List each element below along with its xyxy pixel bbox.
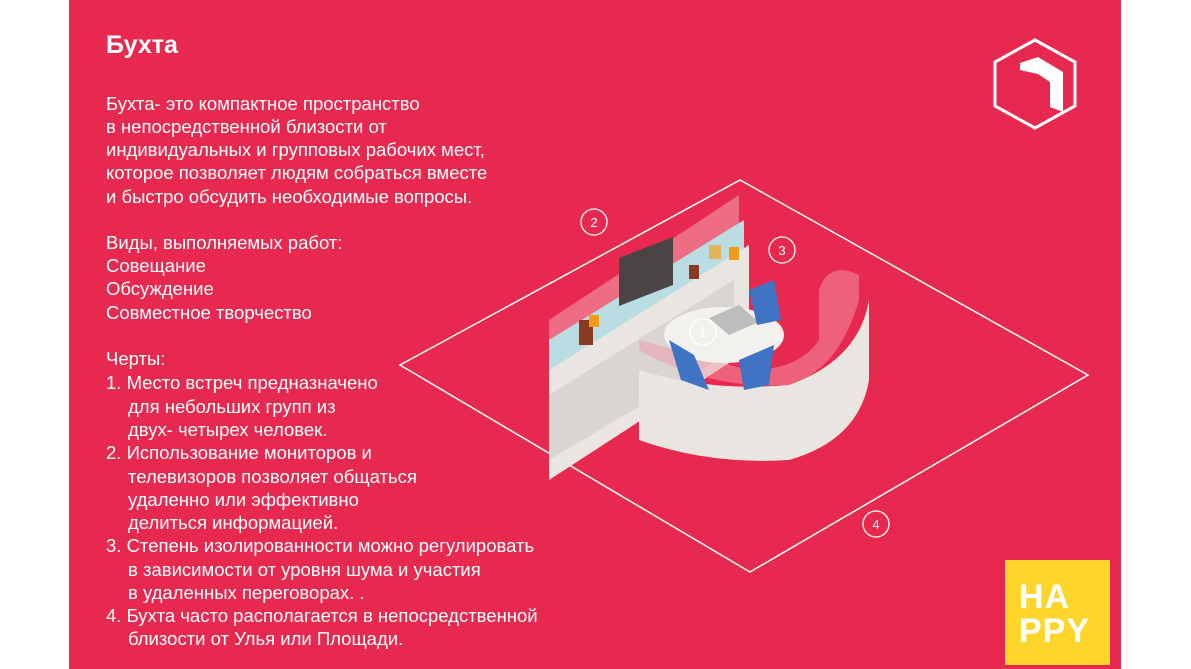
- slide-title: Бухта: [106, 31, 178, 59]
- features-heading: Черты:: [106, 348, 166, 369]
- work-type-item: Совместное творчество: [106, 302, 312, 323]
- feature-line: 2. Использование мониторов и: [106, 442, 372, 463]
- text-line: и быстро обсудить необходимые вопросы.: [106, 186, 473, 207]
- marker-3: 3: [778, 243, 785, 258]
- feature-line: делиться информацией.: [128, 512, 339, 533]
- text-line: в непосредственной близости от: [106, 116, 387, 137]
- text-line: индивидуальных и групповых рабочих мест,: [106, 139, 485, 160]
- cube-logo-icon: [993, 38, 1077, 130]
- marker-1: 1: [699, 325, 706, 340]
- marker-4: 4: [872, 517, 879, 532]
- text-line: которое позволяет людям собраться вместе: [106, 162, 488, 183]
- feature-line: удаленно или эффективно: [128, 489, 359, 510]
- work-type-item: Обсуждение: [106, 278, 214, 299]
- feature-line: телевизоров позволяет общаться: [128, 466, 417, 487]
- floor-outline: [398, 179, 1090, 573]
- happy-logo: HA PPY: [1005, 560, 1110, 665]
- feature-line: 4. Бухта часто располагается в непосредс…: [106, 605, 538, 626]
- feature-line: в зависимости от уровня шума и участия: [128, 559, 481, 580]
- work-type-item: Совещание: [106, 255, 206, 276]
- feature-line: двух- четырех человек.: [128, 419, 328, 440]
- text-line: Бухта- это компактное пространство: [106, 93, 420, 114]
- work-types-heading: Виды, выполняемых работ:: [106, 232, 343, 253]
- feature-line: в удаленных переговорах. .: [128, 582, 365, 603]
- feature-line: близости от Улья или Площади.: [128, 628, 404, 649]
- happy-logo-line1: HA: [1019, 578, 1071, 616]
- slide: Бухта Бухта- это компактное пространство…: [69, 0, 1121, 669]
- isometric-illustration: 2 3 1 4: [398, 38, 1090, 573]
- tv-screen: [619, 237, 673, 306]
- feature-line: 1. Место встреч предназначено: [106, 372, 378, 393]
- marker-2: 2: [590, 215, 597, 230]
- feature-line: для небольших групп из: [128, 396, 336, 417]
- feature-line: 3. Степень изолированности можно регулир…: [106, 535, 535, 556]
- happy-logo-line2: PPY: [1019, 612, 1091, 650]
